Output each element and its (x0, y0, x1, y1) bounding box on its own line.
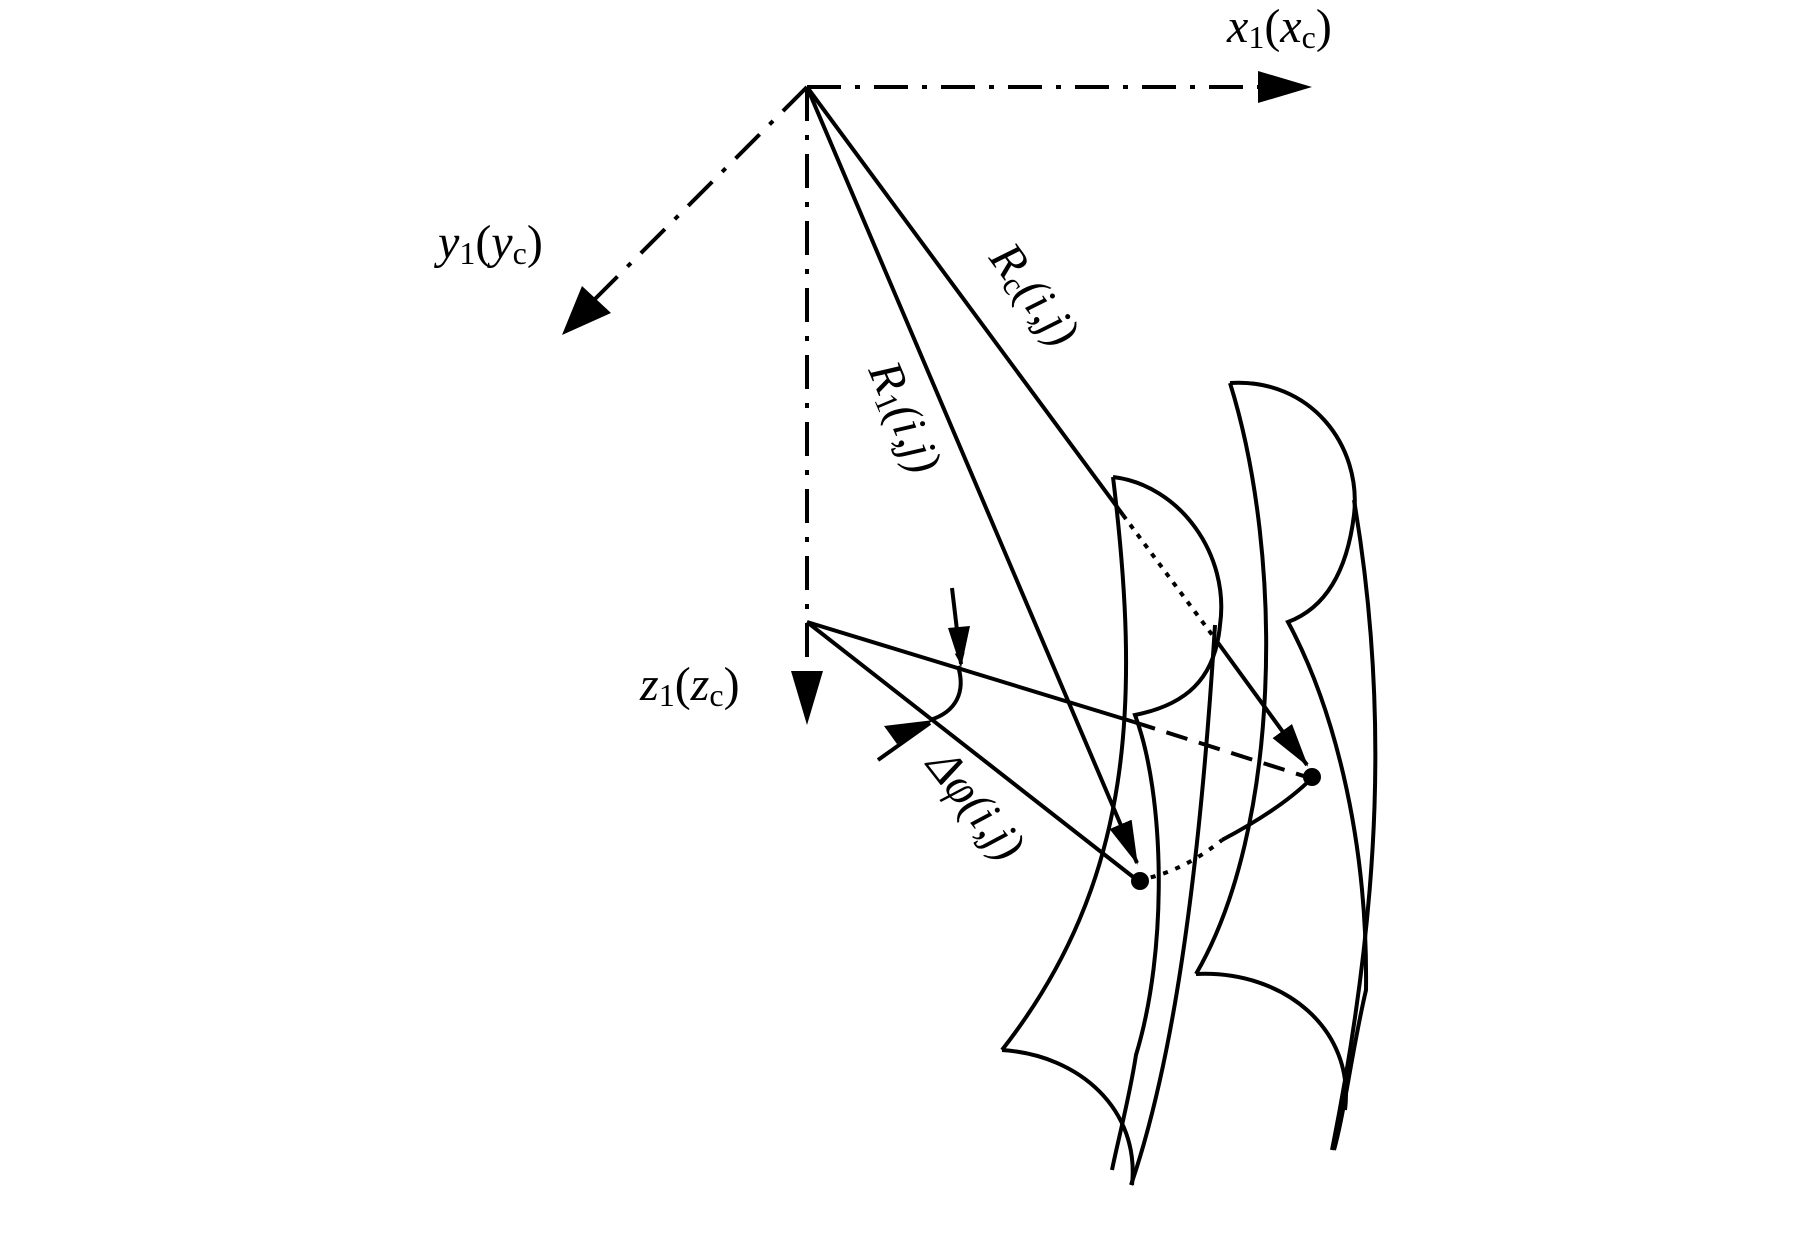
points (1131, 768, 1321, 890)
point-upper (1303, 768, 1321, 786)
x-axis-arrow (1258, 71, 1312, 103)
cutting-edge-line-upper-dashed (1133, 720, 1311, 780)
right-tooth-front-edge (1194, 382, 1269, 976)
vectors (805, 85, 1314, 882)
left-tooth-outline (1110, 475, 1224, 1171)
cutter-teeth (1000, 380, 1378, 1186)
right-tooth-flank (1330, 499, 1378, 1151)
point-lower (1131, 872, 1149, 890)
angle-marker (876, 587, 970, 762)
cutting-edge-line-lower (805, 620, 1139, 882)
dphi-arrow-lower (876, 721, 932, 762)
y-axis-arrow (562, 286, 611, 335)
dphi-label: Δφ(i,j) (915, 738, 1035, 871)
rc-vector-dotted-segment (1121, 513, 1218, 642)
right-tooth-root-arc (1195, 971, 1348, 1111)
left-tooth-flank (1129, 624, 1217, 1186)
x-axis-label: x1(xc) (1226, 0, 1332, 55)
cutting-edge-line-upper (806, 620, 1135, 724)
rc-vector-arrow-segment (1214, 638, 1309, 767)
z-axis-arrow (791, 671, 823, 725)
y-axis-label: y1(yc) (433, 216, 543, 271)
dphi-dotted-arc (1137, 838, 1224, 882)
point-connecting-arc (1221, 776, 1314, 842)
left-tooth-root-arc (1001, 1048, 1135, 1186)
y-axis (593, 85, 809, 301)
r1-label: R1(i,j) (856, 353, 952, 482)
z-axis-label: z1(zc) (639, 658, 740, 713)
dphi-arrowhead-upper (948, 626, 970, 668)
rc-vector (805, 85, 1125, 517)
right-tooth-outline (1229, 380, 1369, 1151)
coordinate-axes (562, 71, 1312, 725)
r1-vector (805, 86, 1139, 865)
dphi-arc (929, 665, 963, 722)
dphi-arrowhead-lower (884, 720, 934, 744)
left-tooth-front-edge (1000, 476, 1129, 1052)
